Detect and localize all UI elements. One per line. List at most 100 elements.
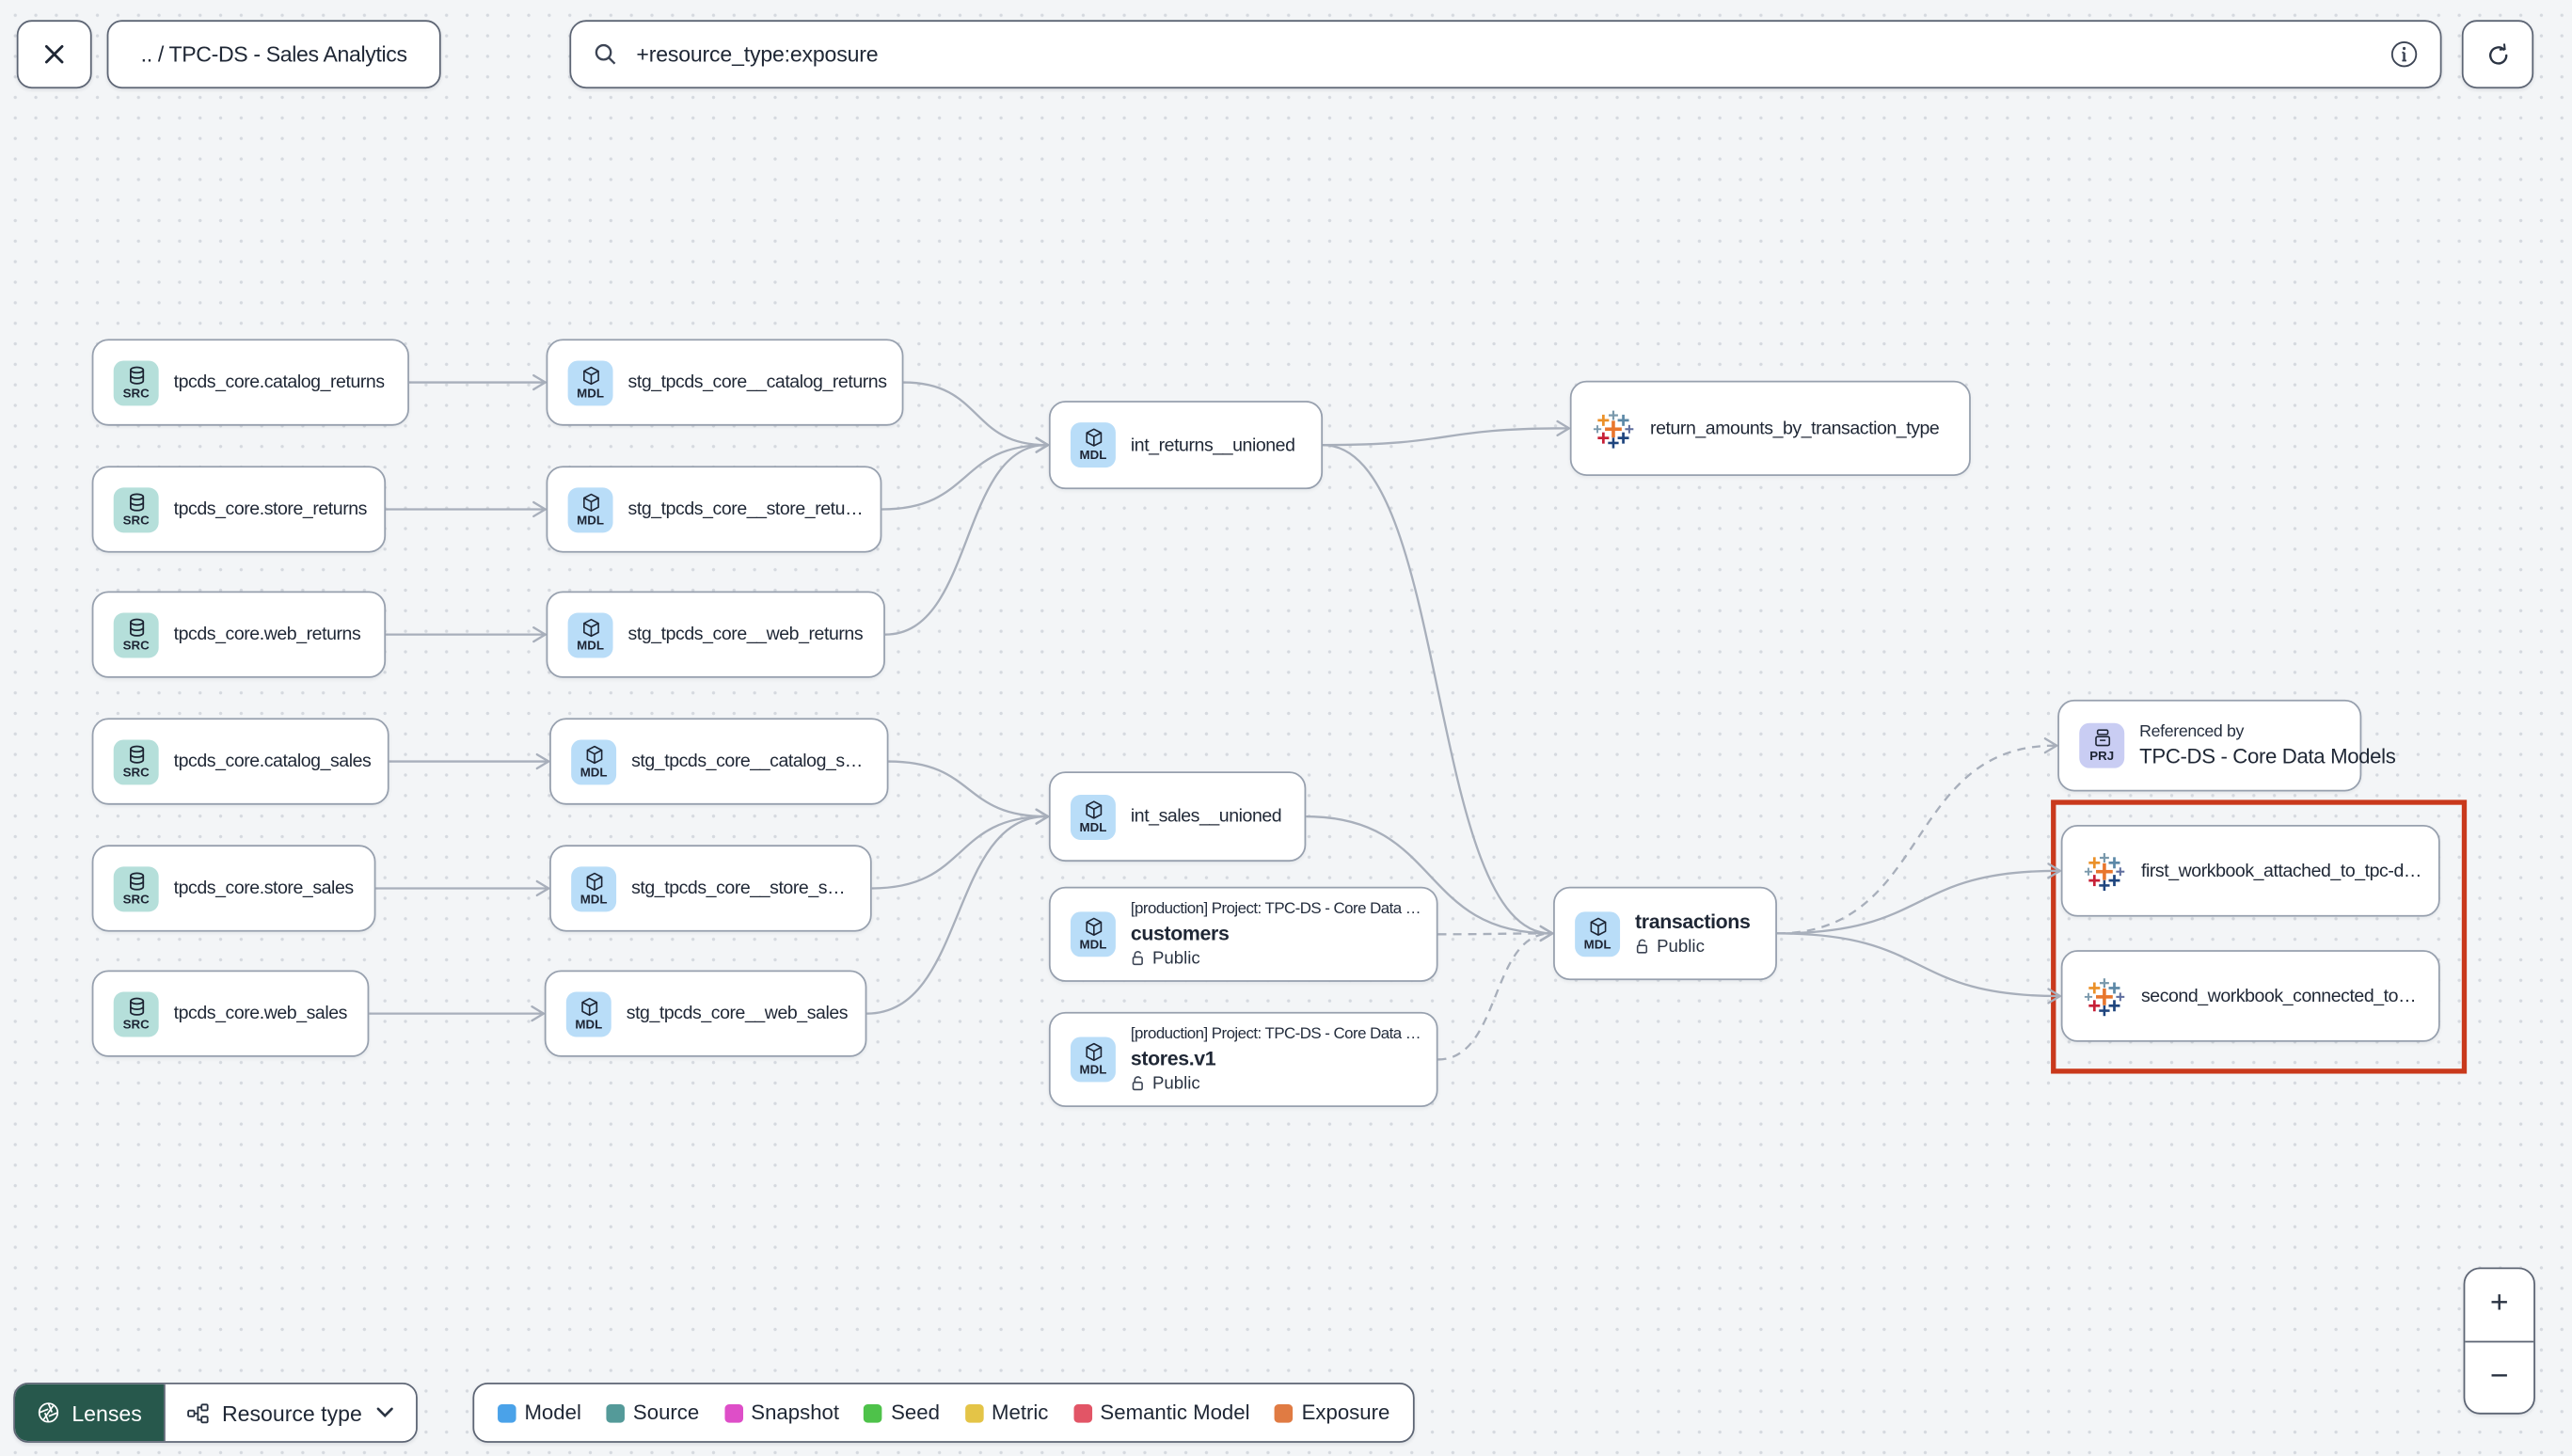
lock-open-icon xyxy=(1636,939,1648,954)
model-badge: MDL xyxy=(567,359,613,405)
node-stores[interactable]: MDL[production] Project: TPC-DS - Core D… xyxy=(1048,1011,1438,1108)
refresh-button[interactable] xyxy=(2461,20,2534,89)
search-input[interactable] xyxy=(632,40,2375,69)
close-icon xyxy=(44,44,64,64)
lenses-button[interactable]: Lenses xyxy=(14,1384,164,1442)
tableau-icon xyxy=(2084,852,2125,891)
sitemap-icon xyxy=(187,1402,209,1423)
node-label: tpcds_core.store_sales xyxy=(173,878,354,899)
legend-item-source: Source xyxy=(606,1401,699,1424)
legend-item-metric: Metric xyxy=(964,1401,1048,1424)
model-badge: MDL xyxy=(571,865,617,911)
referenced-by-label: Referenced by xyxy=(2139,722,2245,742)
chevron-down-icon xyxy=(376,1407,393,1418)
search-icon xyxy=(595,43,616,65)
cube-icon xyxy=(1085,918,1102,937)
project-badge: PRJ xyxy=(2079,722,2125,768)
node-label: tpcds_core.catalog_returns xyxy=(173,372,385,393)
model-badge: MDL xyxy=(1070,911,1116,957)
source-badge: SRC xyxy=(113,738,159,784)
cube-icon xyxy=(585,872,602,891)
database-icon xyxy=(129,366,144,385)
source-badge: SRC xyxy=(113,865,159,911)
node-label: stg_tpcds_core__catalog_sales xyxy=(631,751,872,772)
node-label: tpcds_core.store_returns xyxy=(173,499,367,520)
referenced-project-name: TPC-DS - Core Data Models xyxy=(2139,744,2396,768)
node-label: stg_tpcds_core__store_sales xyxy=(631,878,855,899)
project-stack-icon xyxy=(2094,729,2110,747)
cube-icon xyxy=(582,618,598,637)
database-icon xyxy=(129,493,144,512)
resource-type-label: Resource type xyxy=(221,1400,362,1426)
node-label: stg_tpcds_core__web_sales xyxy=(626,1003,849,1024)
database-icon xyxy=(129,618,144,637)
legend-item-model: Model xyxy=(498,1401,581,1424)
access-level: Public xyxy=(1635,937,1750,957)
node-label: first_workbook_attached_to_tpc-ds_-_… xyxy=(2140,861,2423,881)
refresh-icon xyxy=(2488,42,2507,64)
node-label: return_amounts_by_transaction_type xyxy=(1650,418,1940,439)
node-stg_web_returns[interactable]: MDL stg_tpcds_core__web_returns xyxy=(546,591,885,678)
database-icon xyxy=(129,872,144,891)
node-wb2[interactable]: second_workbook_connected_to_live… xyxy=(2060,950,2440,1042)
legend-item-semantic-model: Semantic Model xyxy=(1073,1401,1250,1424)
node-stg_store_sales[interactable]: MDL stg_tpcds_core__store_sales xyxy=(549,845,872,932)
model-badge: MDL xyxy=(567,611,613,657)
breadcrumb[interactable]: .. / TPC-DS - Sales Analytics xyxy=(106,20,441,89)
legend-item-exposure: Exposure xyxy=(1275,1401,1389,1424)
lens-control-group: Lenses Resource type xyxy=(13,1382,418,1443)
cube-icon xyxy=(585,745,602,764)
model-badge: MDL xyxy=(571,738,617,784)
model-badge: MDL xyxy=(1575,910,1621,957)
lenses-label: Lenses xyxy=(71,1400,142,1426)
access-level: Public xyxy=(1131,1074,1421,1094)
project-line: [production] Project: TPC-DS - Core Data… xyxy=(1130,899,1421,919)
database-icon xyxy=(129,745,144,764)
node-label: stg_tpcds_core__store_returns xyxy=(627,499,865,520)
search-bar[interactable] xyxy=(569,20,2442,89)
selection-highlight-box xyxy=(2051,799,2468,1074)
node-wb1[interactable]: first_workbook_attached_to_tpc-ds_-_… xyxy=(2060,825,2440,917)
source-badge: SRC xyxy=(113,990,159,1037)
resource-type-dropdown[interactable]: Resource type xyxy=(163,1384,416,1442)
node-name: transactions xyxy=(1635,910,1751,934)
lock-open-icon xyxy=(1132,951,1143,966)
cube-icon xyxy=(1085,428,1102,448)
node-label: second_workbook_connected_to_live… xyxy=(2140,986,2423,1006)
access-level: Public xyxy=(1131,948,1421,969)
zoom-in-button[interactable]: + xyxy=(2489,1286,2509,1321)
model-badge: MDL xyxy=(1070,422,1116,468)
node-label: stg_tpcds_core__web_returns xyxy=(627,624,864,645)
lens-aperture-icon xyxy=(38,1402,59,1423)
lock-open-icon xyxy=(1132,1076,1143,1091)
zoom-out-button[interactable]: − xyxy=(2465,1339,2534,1413)
info-icon[interactable] xyxy=(2389,40,2418,69)
cube-icon xyxy=(582,493,598,512)
node-customers[interactable]: MDL [production] Project: TPC-DS - Core D… xyxy=(1048,886,1438,982)
close-button[interactable] xyxy=(16,20,92,89)
legend-swatch xyxy=(498,1403,516,1422)
node-src_store_sales[interactable]: SRC tpcds_core.store_sales xyxy=(91,845,376,932)
node-src_web_sales[interactable]: SRC tpcds_core.web_sales xyxy=(91,970,370,1057)
node-label: tpcds_core.web_sales xyxy=(173,1003,347,1024)
model-badge: MDL xyxy=(1070,794,1116,840)
breadcrumb-text: .. / TPC-DS - Sales Analytics xyxy=(140,41,407,68)
node-stg_catalog_sales[interactable]: MDL stg_tpcds_core__catalog_sales xyxy=(549,718,889,805)
cube-icon xyxy=(582,366,598,385)
legend-swatch xyxy=(606,1403,626,1422)
node-exp_returns[interactable]: return_amounts_by_transaction_type xyxy=(1569,380,1971,476)
